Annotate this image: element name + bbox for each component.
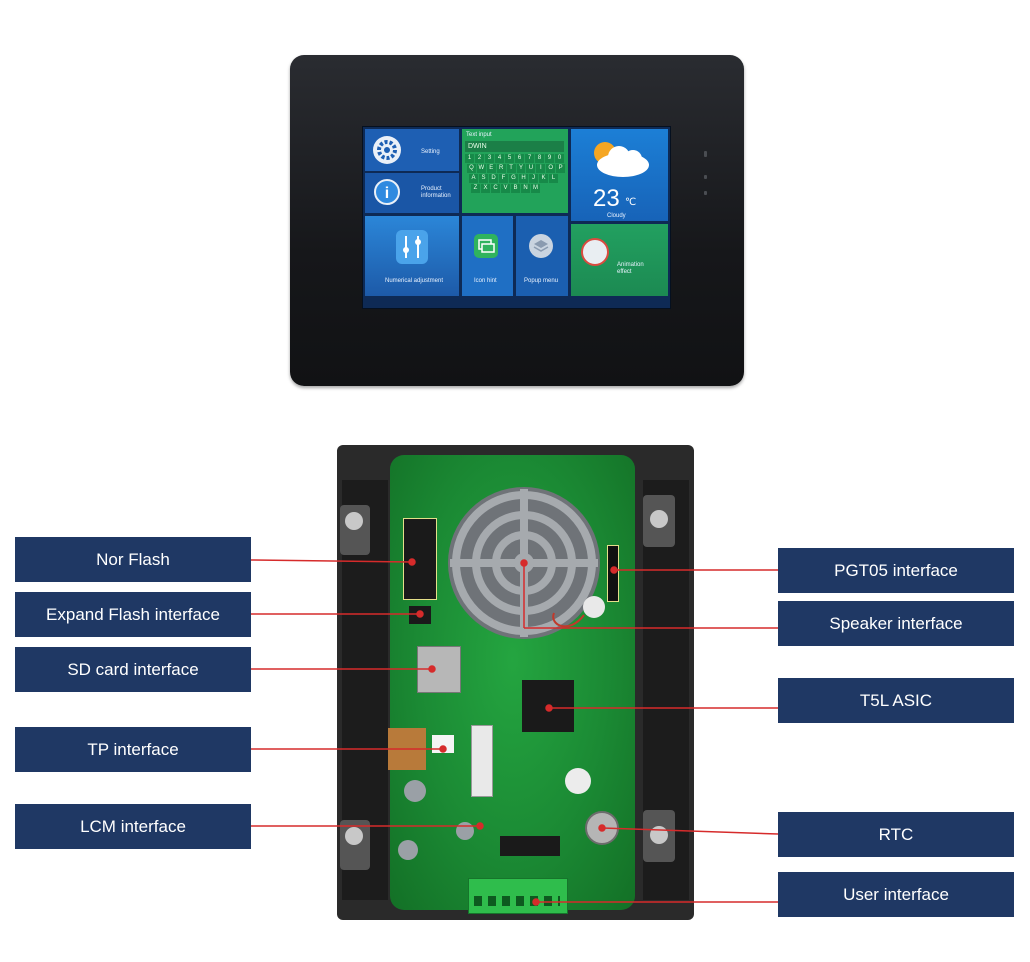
touch-screen: Setting i Product information Text input… bbox=[362, 126, 671, 309]
nor-flash-chip bbox=[403, 518, 437, 600]
keyboard-key: D bbox=[489, 174, 498, 183]
keyboard-key: U bbox=[526, 164, 536, 173]
lcm-connector bbox=[471, 725, 493, 797]
animation-effect-tile: Animation effect bbox=[571, 224, 668, 296]
keyboard-key: L bbox=[549, 174, 558, 183]
keyboard-key: F bbox=[499, 174, 508, 183]
temperature-unit: ℃ bbox=[625, 197, 637, 208]
info-icon: i bbox=[374, 179, 400, 205]
callout-sd-card: SD card interface bbox=[15, 647, 251, 692]
popup-menu-label: Popup menu bbox=[524, 278, 559, 284]
terminal-pins bbox=[474, 896, 560, 906]
setting-label: Setting bbox=[421, 149, 440, 155]
layers-icon bbox=[529, 234, 553, 258]
keyboard-key: E bbox=[486, 164, 496, 173]
keyboard-key: W bbox=[476, 164, 486, 173]
keyboard-key: 1 bbox=[465, 154, 474, 163]
keyboard-key: V bbox=[501, 184, 510, 193]
popup-menu-tile: Popup menu bbox=[516, 216, 568, 296]
keyboard-key: 9 bbox=[545, 154, 554, 163]
component-row bbox=[500, 836, 560, 856]
keyboard-key: N bbox=[521, 184, 530, 193]
numerical-adjustment-label: Numerical adjustment bbox=[385, 278, 444, 284]
product-info-tile: i Product information bbox=[365, 173, 459, 213]
callout-expand-flash: Expand Flash interface bbox=[15, 592, 251, 637]
cloudy-sun-icon bbox=[594, 142, 649, 177]
buzzer bbox=[565, 768, 591, 794]
indicator-led bbox=[704, 151, 707, 157]
numerical-adjustment-tile: Numerical adjustment bbox=[365, 216, 459, 296]
product-info-label: Product information bbox=[421, 186, 451, 199]
callout-t5l-asic: T5L ASIC bbox=[778, 678, 1014, 723]
indicator-led bbox=[704, 191, 707, 195]
animation-icon bbox=[581, 238, 609, 266]
keyboard-key: 2 bbox=[475, 154, 484, 163]
icon-hint-tile: Icon hint bbox=[462, 216, 513, 296]
callout-lcm: LCM interface bbox=[15, 804, 251, 849]
keyboard-key: 0 bbox=[555, 154, 564, 163]
keyboard-key: I bbox=[536, 164, 546, 173]
keyboard-key: P bbox=[556, 164, 566, 173]
window-icon bbox=[474, 234, 498, 258]
keyboard-key: 8 bbox=[535, 154, 544, 163]
keyboard-key: 3 bbox=[485, 154, 494, 163]
slider-icon bbox=[396, 230, 428, 264]
keyboard-key: 4 bbox=[495, 154, 504, 163]
callout-pgt05: PGT05 interface bbox=[778, 548, 1014, 593]
keyboard-key: Z bbox=[471, 184, 480, 193]
keyboard-key: X bbox=[481, 184, 490, 193]
keyboard-key: M bbox=[531, 184, 540, 193]
keyboard-key: A bbox=[469, 174, 478, 183]
keyboard-key: B bbox=[511, 184, 520, 193]
capacitor bbox=[398, 840, 418, 860]
callout-tp: TP interface bbox=[15, 727, 251, 772]
keyboard-key: K bbox=[539, 174, 548, 183]
keyboard-key: G bbox=[509, 174, 518, 183]
keyboard-key: Y bbox=[516, 164, 526, 173]
callout-nor-flash: Nor Flash bbox=[15, 537, 251, 582]
weather-label: Cloudy bbox=[607, 213, 626, 219]
screw-icon bbox=[345, 512, 363, 530]
temperature-value: 23 bbox=[593, 185, 620, 212]
callout-rtc: RTC bbox=[778, 812, 1014, 857]
screw-icon bbox=[345, 827, 363, 845]
keyboard-key: 5 bbox=[505, 154, 514, 163]
rtc-battery bbox=[585, 811, 619, 845]
keyboard-key: S bbox=[479, 174, 488, 183]
weather-tile: 23 ℃ Cloudy bbox=[571, 129, 668, 221]
screw-icon bbox=[650, 510, 668, 528]
indicator-led bbox=[704, 175, 707, 179]
keyboard-key: J bbox=[529, 174, 538, 183]
keyboard-key: 7 bbox=[525, 154, 534, 163]
text-input-field: DWIN bbox=[465, 141, 564, 152]
keyboard-key: T bbox=[506, 164, 516, 173]
keyboard-key: Q bbox=[467, 164, 476, 173]
capacitor bbox=[404, 780, 426, 802]
setting-tile: Setting bbox=[365, 129, 459, 171]
keyboard-key: C bbox=[491, 184, 500, 193]
callout-speaker: Speaker interface bbox=[778, 601, 1014, 646]
gear-icon bbox=[373, 136, 401, 164]
callout-user-interface: User interface bbox=[778, 872, 1014, 917]
keyboard-key: H bbox=[519, 174, 528, 183]
keyboard-key: R bbox=[496, 164, 506, 173]
icon-hint-label: Icon hint bbox=[474, 278, 497, 284]
text-input-title: Text input bbox=[466, 132, 492, 138]
keyboard-key: O bbox=[546, 164, 556, 173]
keyboard-key: 6 bbox=[515, 154, 524, 163]
animation-effect-label: Animation effect bbox=[617, 262, 644, 275]
